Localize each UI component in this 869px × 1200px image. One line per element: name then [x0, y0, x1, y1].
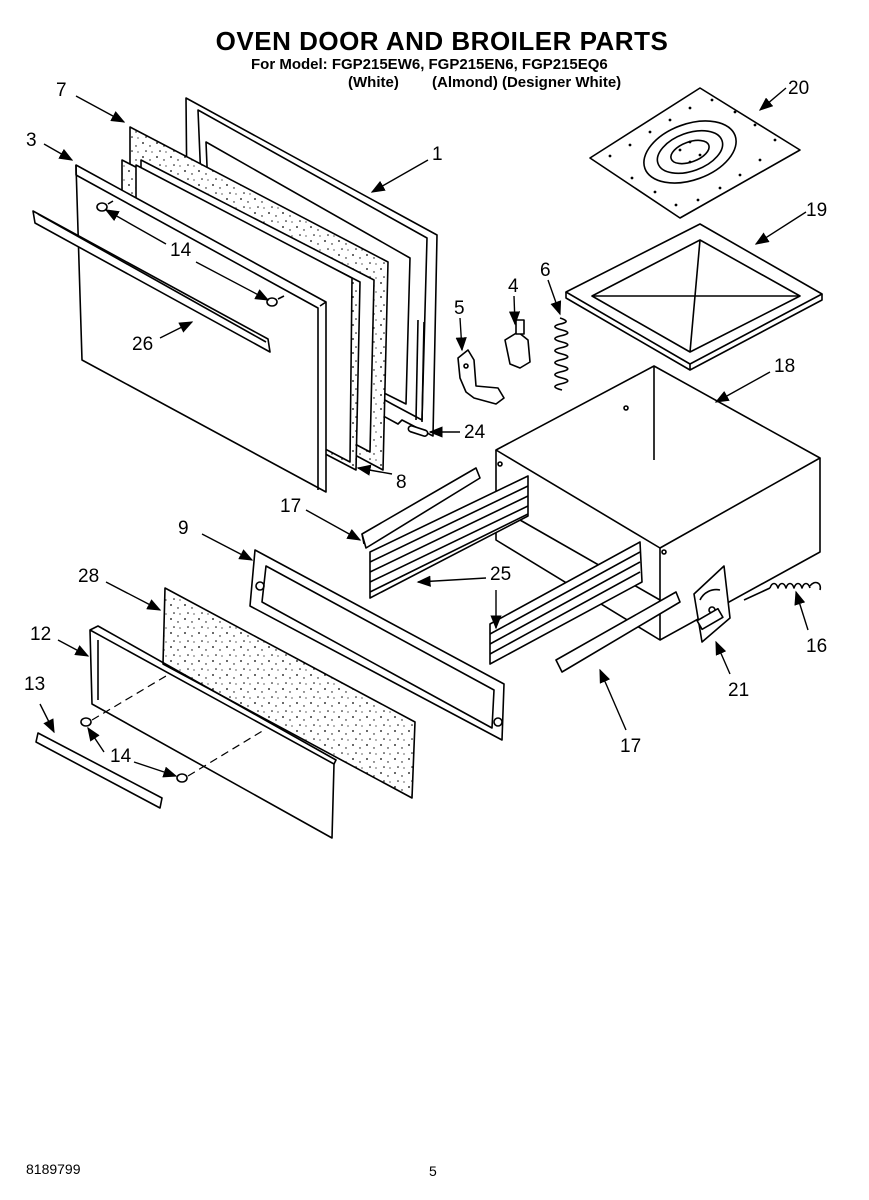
part-6-spring: [554, 317, 569, 391]
part-3-outer-door: [75, 164, 327, 493]
variant-white: (White): [348, 74, 399, 91]
callout-17-lower: 17: [620, 736, 641, 757]
part-5-hinge: [457, 349, 505, 405]
part-4-hinge-bracket: [504, 319, 531, 369]
callout-6: 6: [540, 260, 551, 281]
callout-14-upper: 14: [170, 240, 192, 261]
callout-1: 1: [432, 144, 443, 165]
part-17-slide-rail-upper: [361, 467, 481, 549]
page-title: OVEN DOOR AND BROILER PARTS: [215, 26, 669, 56]
callout-9: 9: [178, 518, 189, 539]
callout-labels: 1 3 4 5 6 7 8 9 12 13 14 14 16 17 17 18 …: [24, 78, 827, 767]
part-13-drawer-handle: [35, 732, 163, 809]
callout-26: 26: [132, 334, 153, 355]
part-18-broiler-drawer: [495, 365, 821, 641]
callout-24: 24: [464, 422, 486, 443]
part-25-glide-upper: [369, 475, 529, 599]
part-21-latch-bracket: [693, 565, 731, 643]
document-number: 8189799: [26, 1161, 81, 1177]
callout-4: 4: [508, 276, 519, 297]
callout-14-lower: 14: [110, 746, 132, 767]
callout-8: 8: [396, 472, 407, 493]
part-14-screws-lower: [80, 717, 188, 783]
callout-28: 28: [78, 566, 99, 587]
callout-19: 19: [806, 200, 827, 221]
callout-20: 20: [788, 78, 809, 99]
part-17-slide-rail-lower: [555, 591, 681, 673]
callout-7: 7: [56, 80, 67, 101]
part-19-broiler-pan: [565, 223, 823, 371]
callout-25: 25: [490, 564, 511, 585]
callout-13: 13: [24, 674, 45, 695]
callout-21: 21: [728, 680, 749, 701]
callout-16: 16: [806, 636, 827, 657]
callout-18: 18: [774, 356, 795, 377]
alignment-lines: [91, 675, 265, 777]
part-25-glide-lower: [489, 541, 643, 665]
callout-12: 12: [30, 624, 51, 645]
part-20-broiler-grid: [589, 87, 801, 219]
model-list: For Model: FGP215EW6, FGP215EN6, FGP215E…: [251, 56, 608, 73]
variant-almond-designer: (Almond) (Designer White): [432, 74, 622, 91]
callout-5: 5: [454, 298, 465, 319]
leader-lines: [39, 87, 809, 778]
callout-17-upper: 17: [280, 496, 301, 517]
part-16-latch-spring: [743, 581, 822, 601]
page-number: 5: [429, 1163, 437, 1179]
part-14-screws-upper: [96, 200, 285, 307]
callout-3: 3: [26, 130, 37, 151]
part-12-drawer-front: [89, 625, 337, 839]
part-28-drawer-insulation: [162, 587, 416, 799]
part-26-door-handle: [32, 210, 271, 353]
part-9-drawer-frame: [249, 549, 505, 741]
part-24-pin: [407, 425, 429, 437]
